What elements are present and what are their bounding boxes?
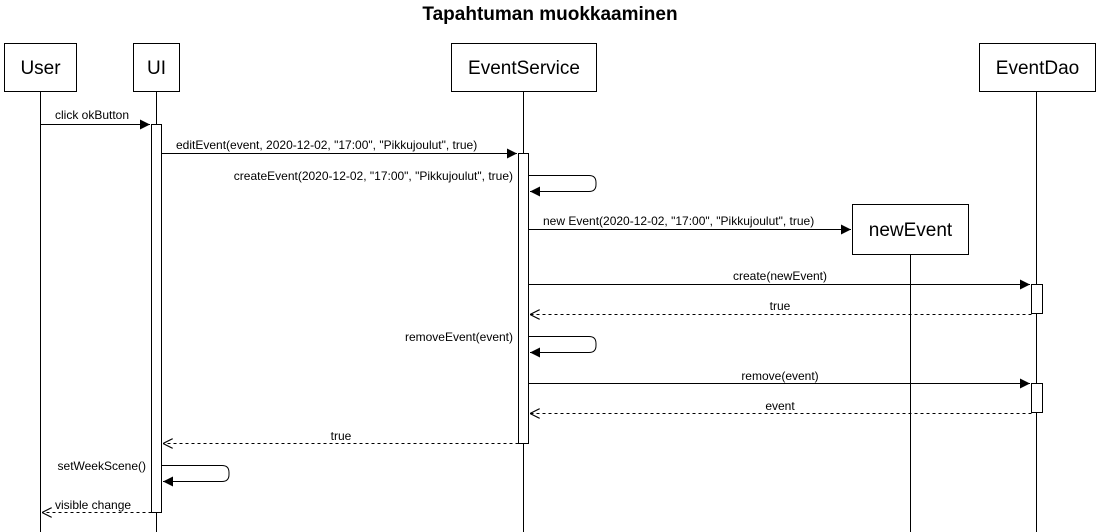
message-edit-event: editEvent(event, 2020-12-02, "17:00", "P…: [176, 138, 477, 152]
participant-event-dao-label: EventDao: [996, 58, 1079, 79]
activation-ui: [151, 124, 162, 513]
activation-event-dao-create: [1031, 284, 1043, 314]
participant-new-event-label: newEvent: [869, 220, 953, 241]
activation-event-service: [518, 153, 529, 444]
message-remove-event: removeEvent(event): [405, 330, 513, 344]
participant-event-dao: EventDao: [979, 43, 1096, 92]
activation-event-dao-remove: [1031, 383, 1043, 413]
message-create-event-arrow: [528, 175, 597, 197]
participant-event-service: EventService: [451, 43, 597, 92]
message-set-week-scene-arrow: [161, 465, 230, 487]
message-create: create(newEvent): [733, 269, 827, 283]
message-new-event: new Event(2020-12-02, "17:00", "Pikkujou…: [543, 214, 814, 228]
participant-user: User: [4, 43, 77, 92]
message-create-event: createEvent(2020-12-02, "17:00", "Pikkuj…: [234, 169, 513, 183]
diagram-title: Tapahtuman muokkaaminen: [422, 4, 677, 25]
message-remove: remove(event): [741, 369, 818, 383]
participant-ui: UI: [133, 43, 180, 92]
participant-new-event: newEvent: [852, 204, 969, 255]
message-return-true-service: true: [331, 429, 352, 443]
participant-user-label: User: [20, 58, 61, 79]
message-remove-event-arrow: [528, 336, 597, 358]
message-return-true-dao: true: [770, 299, 791, 313]
message-return-event: event: [765, 399, 795, 413]
message-click-ok-button: click okButton: [55, 108, 129, 122]
message-set-week-scene: setWeekScene(): [58, 459, 146, 473]
participant-ui-label: UI: [147, 58, 166, 79]
participant-event-service-label: EventService: [468, 58, 580, 79]
message-visible-change: visible change: [55, 498, 131, 512]
